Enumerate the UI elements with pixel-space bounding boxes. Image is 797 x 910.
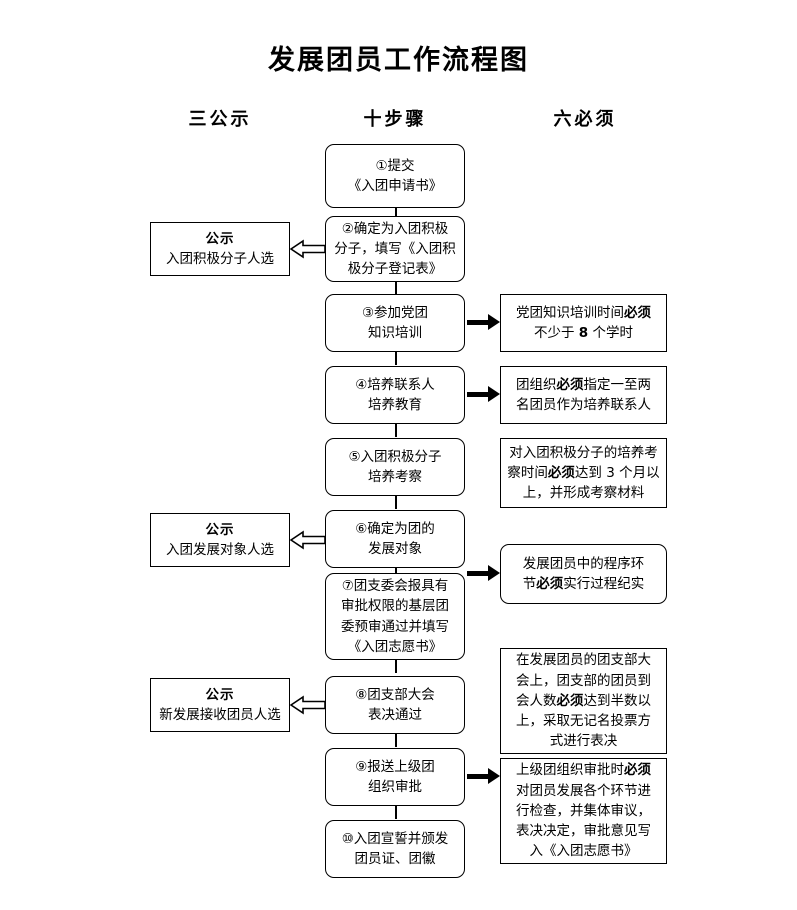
requirement-box-4[interactable]: 发展团员中的程序环 节必须实行过程纪实 xyxy=(500,544,667,604)
requirement-2-line-1: 团组织必须指定一至两 xyxy=(516,376,651,393)
arrow-to-publicity-2 xyxy=(290,530,326,550)
requirement-6-line-3: 行检查，并集体审议， xyxy=(516,802,651,819)
requirement-4-line-1: 发展团员中的程序环 xyxy=(522,555,645,572)
requirement-4-line-2: 节必须实行过程纪实 xyxy=(522,576,645,592)
requirement-1-line-1: 党团知识培训时间必须 xyxy=(516,304,651,321)
step-box-7[interactable]: ⑦团支委会报具有 审批权限的基层团 委预审通过并填写 《入团志愿书》 xyxy=(325,573,465,660)
arrow-to-publicity-3 xyxy=(290,695,326,715)
step-box-3[interactable]: ③参加党团 知识培训 xyxy=(325,294,465,352)
requirement-6-line-1: 上级团组织审批时必须 xyxy=(516,762,651,779)
requirement-5-line-2: 会上，团支部的团员到 xyxy=(516,672,651,689)
connector-4-5 xyxy=(395,424,397,437)
arrow-to-requirement-2 xyxy=(467,386,501,403)
step-9-line-2: 组织审批 xyxy=(368,779,422,795)
publicity-2-text: 入团发展对象人选 xyxy=(166,542,274,558)
step-10-line-1: ⑩入团宣誓并颁发 xyxy=(341,830,449,847)
connector-2-3 xyxy=(395,281,397,294)
requirement-box-5[interactable]: 在发展团员的团支部大 会上，团支部的团员到 会人数必须达到半数以 上，采取无记名… xyxy=(500,648,667,754)
step-9-line-1: ⑨报送上级团 xyxy=(355,758,435,775)
publicity-1-title: 公示 xyxy=(205,230,235,247)
step-box-1[interactable]: ①提交 《入团申请书》 xyxy=(325,144,465,208)
step-box-9[interactable]: ⑨报送上级团 组织审批 xyxy=(325,748,465,806)
publicity-3-text: 新发展接收团员人选 xyxy=(159,707,281,723)
step-7-line-3: 委预审通过并填写 xyxy=(341,618,449,635)
requirement-3-line-3: 上，并形成考察材料 xyxy=(522,485,645,502)
step-4-line-1: ④培养联系人 xyxy=(355,376,435,393)
requirement-1-line-2: 不少于 8 个学时 xyxy=(534,325,633,341)
step-2-line-2: 分子，填写《入团积 xyxy=(334,240,456,257)
step-box-2[interactable]: ②确定为入团积极 分子，填写《入团积 极分子登记表》 xyxy=(325,216,465,282)
requirement-5-line-3: 会人数必须达到半数以 xyxy=(516,692,651,709)
step-3-line-1: ③参加党团 xyxy=(361,304,429,321)
page-title: 发展团员工作流程图 xyxy=(268,45,529,76)
requirement-6-line-4: 表决决定，审批意见写 xyxy=(516,823,651,840)
connector-3-4 xyxy=(395,352,397,365)
step-box-5[interactable]: ⑤入团积极分子 培养考察 xyxy=(325,438,465,496)
arrow-to-requirement-4 xyxy=(467,565,501,582)
step-10-line-2: 团员证、团徽 xyxy=(354,851,436,867)
step-7-line-1: ⑦团支委会报具有 xyxy=(341,578,449,594)
step-5-line-1: ⑤入团积极分子 xyxy=(348,448,442,465)
requirement-5-line-1: 在发展团员的团支部大 xyxy=(516,652,651,669)
column-header-right: 六必须 xyxy=(553,109,617,130)
column-header-middle: 十步骤 xyxy=(363,109,427,130)
step-box-4[interactable]: ④培养联系人 培养教育 xyxy=(325,366,465,424)
step-7-line-2: 审批权限的基层团 xyxy=(341,598,449,615)
arrow-to-requirement-1 xyxy=(467,314,501,331)
requirement-6-line-5: 入《入团志愿书》 xyxy=(529,843,638,860)
requirement-box-3[interactable]: 对入团积极分子的培养考 察时间必须达到 3 个月以 上，并形成考察材料 xyxy=(500,438,667,508)
publicity-box-3[interactable]: 公示 新发展接收团员人选 xyxy=(150,678,290,732)
publicity-box-2[interactable]: 公示 入团发展对象人选 xyxy=(150,513,290,567)
step-6-line-2: 发展对象 xyxy=(368,541,422,557)
publicity-1-text: 入团积极分子人选 xyxy=(166,251,274,267)
step-box-6[interactable]: ⑥确定为团的 发展对象 xyxy=(325,510,465,568)
requirement-5-line-4: 上，采取无记名投票方 xyxy=(516,713,651,730)
requirement-3-line-2: 察时间必须达到 3 个月以 xyxy=(507,464,660,481)
step-8-line-1: ⑧团支部大会 xyxy=(355,686,435,703)
requirement-6-line-2: 对团员发展各个环节进 xyxy=(516,782,651,799)
publicity-box-1[interactable]: 公示 入团积极分子人选 xyxy=(150,222,290,276)
arrow-to-publicity-1 xyxy=(290,239,326,259)
publicity-3-title: 公示 xyxy=(205,686,235,703)
step-8-line-2: 表决通过 xyxy=(368,707,422,723)
arrow-to-requirement-6 xyxy=(467,768,501,785)
requirement-3-line-1: 对入团积极分子的培养考 xyxy=(509,444,658,461)
step-5-line-2: 培养考察 xyxy=(368,469,422,485)
connector-5-6 xyxy=(395,496,397,509)
step-7-line-4: 《入团志愿书》 xyxy=(347,638,443,655)
step-3-line-2: 知识培训 xyxy=(368,325,422,341)
step-1-line-2: 《入团申请书》 xyxy=(347,178,443,194)
requirement-5-line-5: 式进行表决 xyxy=(549,733,618,750)
connector-8-9 xyxy=(395,734,397,747)
publicity-2-title: 公示 xyxy=(205,521,235,538)
connector-1-2 xyxy=(395,208,397,221)
requirement-box-1[interactable]: 党团知识培训时间必须 不少于 8 个学时 xyxy=(500,294,667,352)
step-6-line-1: ⑥确定为团的 xyxy=(355,520,435,537)
step-2-line-3: 极分子登记表》 xyxy=(347,261,443,278)
step-1-line-1: ①提交 xyxy=(375,157,415,174)
step-4-line-2: 培养教育 xyxy=(368,397,422,413)
requirement-2-line-2: 名团员作为培养联系人 xyxy=(516,397,651,413)
step-box-10[interactable]: ⑩入团宣誓并颁发 团员证、团徽 xyxy=(325,820,465,878)
requirement-box-2[interactable]: 团组织必须指定一至两 名团员作为培养联系人 xyxy=(500,366,667,424)
requirement-box-6[interactable]: 上级团组织审批时必须 对团员发展各个环节进 行检查，并集体审议， 表决决定，审批… xyxy=(500,758,667,864)
step-2-line-1: ②确定为入团积极 xyxy=(341,220,449,237)
connector-9-10 xyxy=(395,806,397,819)
column-header-left: 三公示 xyxy=(188,109,252,130)
step-box-8[interactable]: ⑧团支部大会 表决通过 xyxy=(325,676,465,734)
connector-7-8 xyxy=(395,660,397,673)
